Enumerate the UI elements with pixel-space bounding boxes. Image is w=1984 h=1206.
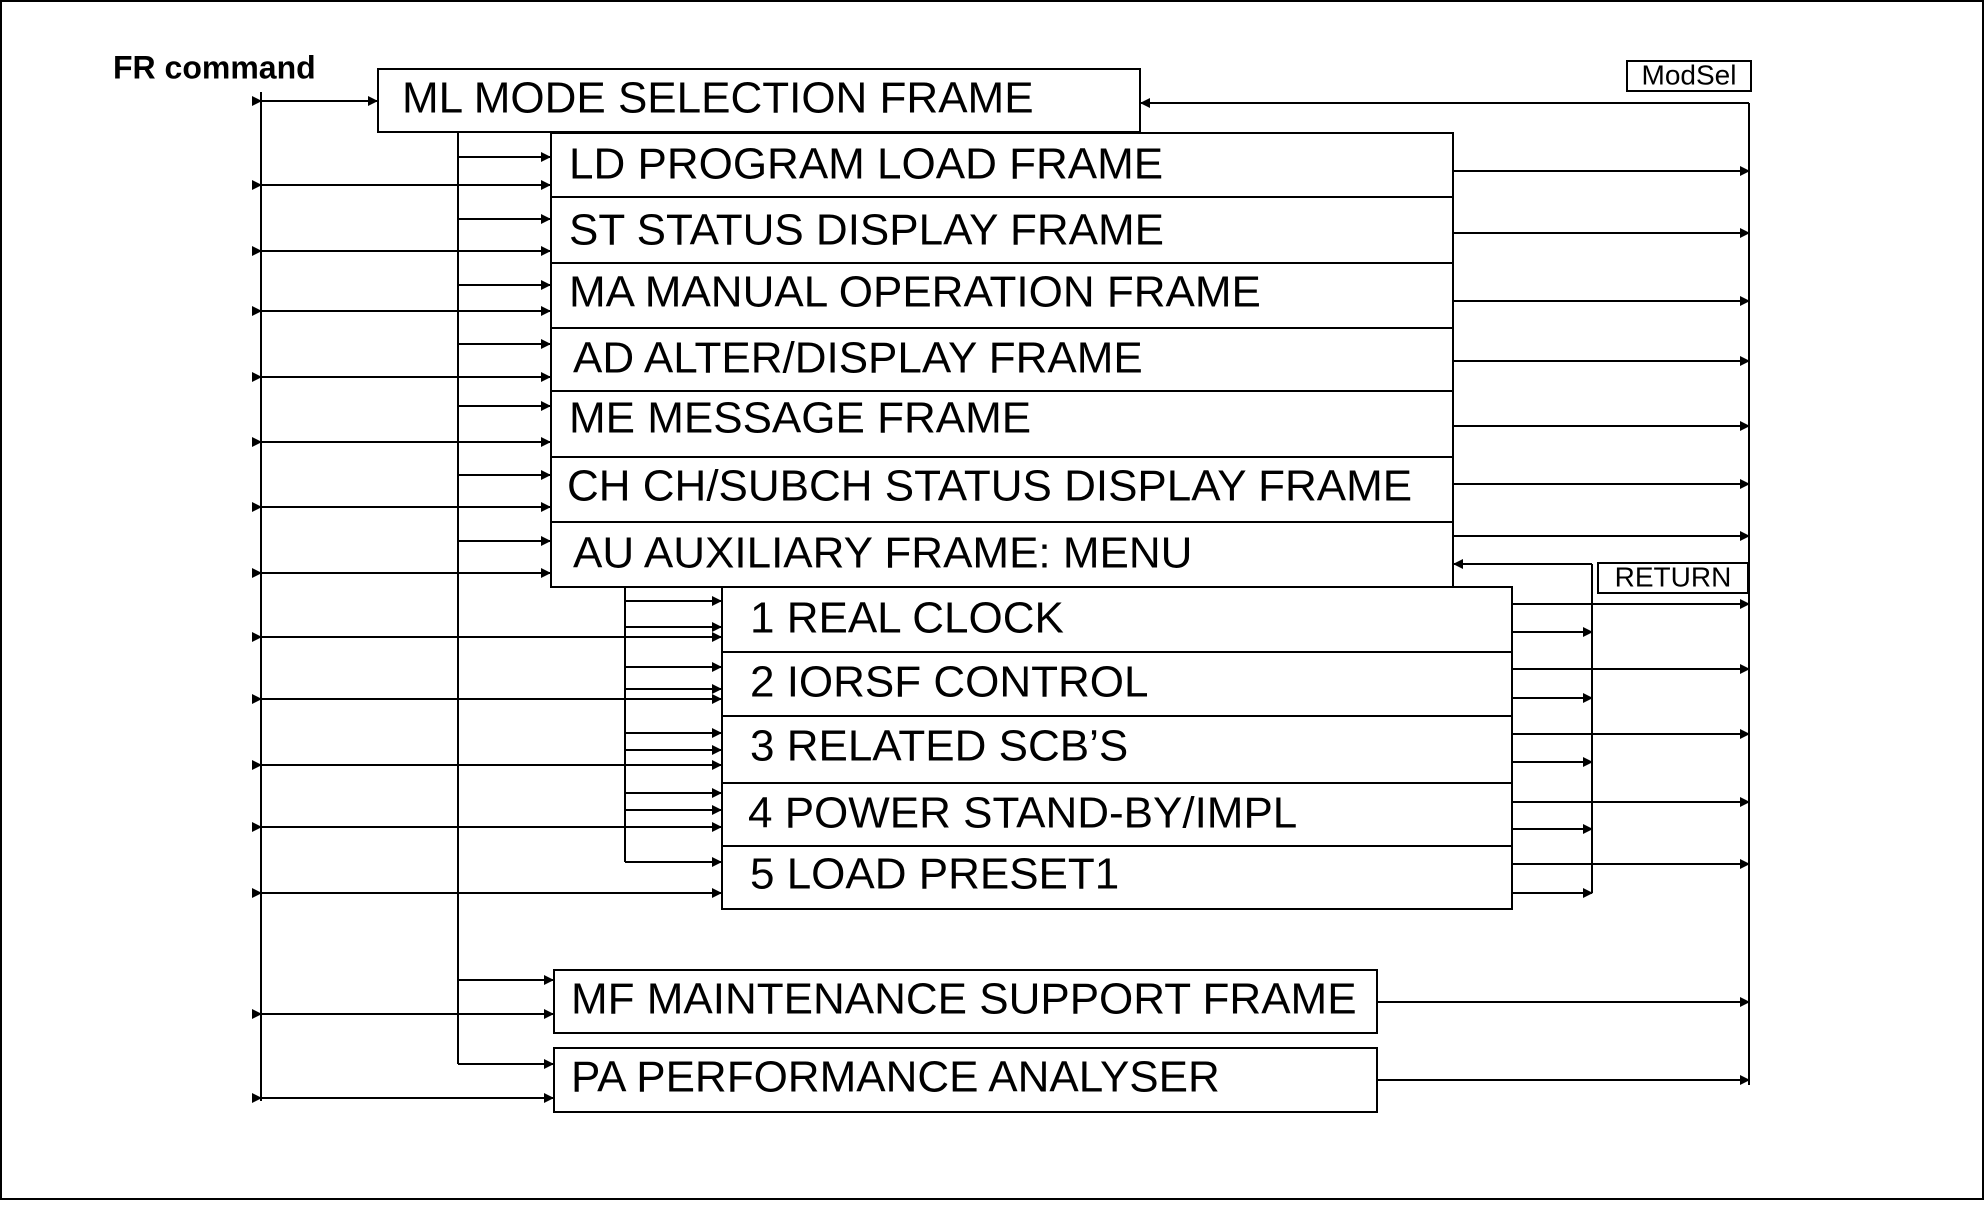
frame-au: AU AUXILIARY FRAME: MENU <box>550 521 1454 588</box>
frame-ad: AD ALTER/DISPLAY FRAME <box>550 327 1454 392</box>
fr-command-label: FR command <box>113 49 316 85</box>
svg-text:AD ALTER/DISPLAY FRAME: AD ALTER/DISPLAY FRAME <box>573 334 1143 383</box>
aux-item-related-scbs: 3 RELATED SCB’S <box>721 715 1513 784</box>
aux-item-power-standby: 4 POWER STAND-BY/IMPL <box>721 782 1513 847</box>
aux-item-load-preset: 5 LOAD PRESET1 <box>721 845 1513 910</box>
svg-text:PA PERFORMANCE ANALYSER: PA PERFORMANCE ANALYSER <box>571 1053 1220 1102</box>
frame-ch: CH CH/SUBCH STATUS DISPLAY FRAME <box>550 456 1454 523</box>
svg-text:CH CH/SUBCH STATUS DISPLAY FR: CH CH/SUBCH STATUS DISPLAY FRAME <box>567 462 1412 511</box>
return-tag: RETURN <box>1597 561 1749 594</box>
svg-text:4 POWER STAND-BY/IMPL: 4 POWER STAND-BY/IMPL <box>748 789 1297 838</box>
svg-text:MA MANUAL OPERATION FRAME: MA MANUAL OPERATION FRAME <box>569 268 1261 317</box>
svg-text:3 RELATED SCB’S: 3 RELATED SCB’S <box>750 722 1128 771</box>
aux-item-iorsf-control: 2 IORSF CONTROL <box>721 651 1513 717</box>
frame-mf: MF MAINTENANCE SUPPORT FRAME <box>553 969 1378 1034</box>
svg-text:LD PROGRAM LOAD FRAME: LD PROGRAM LOAD FRAME <box>569 140 1163 189</box>
modsel-tag: ModSel <box>1626 59 1752 92</box>
svg-text:1 REAL CLOCK: 1 REAL CLOCK <box>750 594 1064 643</box>
frame-ma: MA MANUAL OPERATION FRAME <box>550 262 1454 329</box>
frame-me: ME MESSAGE FRAME <box>550 390 1454 458</box>
ml-mode-selection-frame: ML MODE SELECTION FRAME <box>377 68 1141 133</box>
svg-text:ModSel: ModSel <box>1642 59 1737 90</box>
svg-text:5 LOAD PRESET1: 5 LOAD PRESET1 <box>750 850 1119 899</box>
frame-pa: PA PERFORMANCE ANALYSER <box>553 1047 1378 1113</box>
svg-text:MF MAINTENANCE SUPPORT FRAME: MF MAINTENANCE SUPPORT FRAME <box>571 975 1357 1024</box>
frame-st: ST STATUS DISPLAY FRAME <box>550 196 1454 264</box>
svg-text:RETURN: RETURN <box>1615 561 1732 592</box>
svg-text:ML MODE SELECTION FRAME: ML MODE SELECTION FRAME <box>402 74 1034 123</box>
aux-item-real-clock: 1 REAL CLOCK <box>721 586 1513 653</box>
frame-ld: LD PROGRAM LOAD FRAME <box>550 132 1454 198</box>
svg-text:AU AUXILIARY FRAME: MENU: AU AUXILIARY FRAME: MENU <box>573 529 1192 578</box>
svg-text:2 IORSF CONTROL: 2 IORSF CONTROL <box>750 658 1149 707</box>
svg-text:ST STATUS DISPLAY FRAME: ST STATUS DISPLAY FRAME <box>569 206 1164 255</box>
svg-text:ME MESSAGE FRAME: ME MESSAGE FRAME <box>569 394 1031 443</box>
